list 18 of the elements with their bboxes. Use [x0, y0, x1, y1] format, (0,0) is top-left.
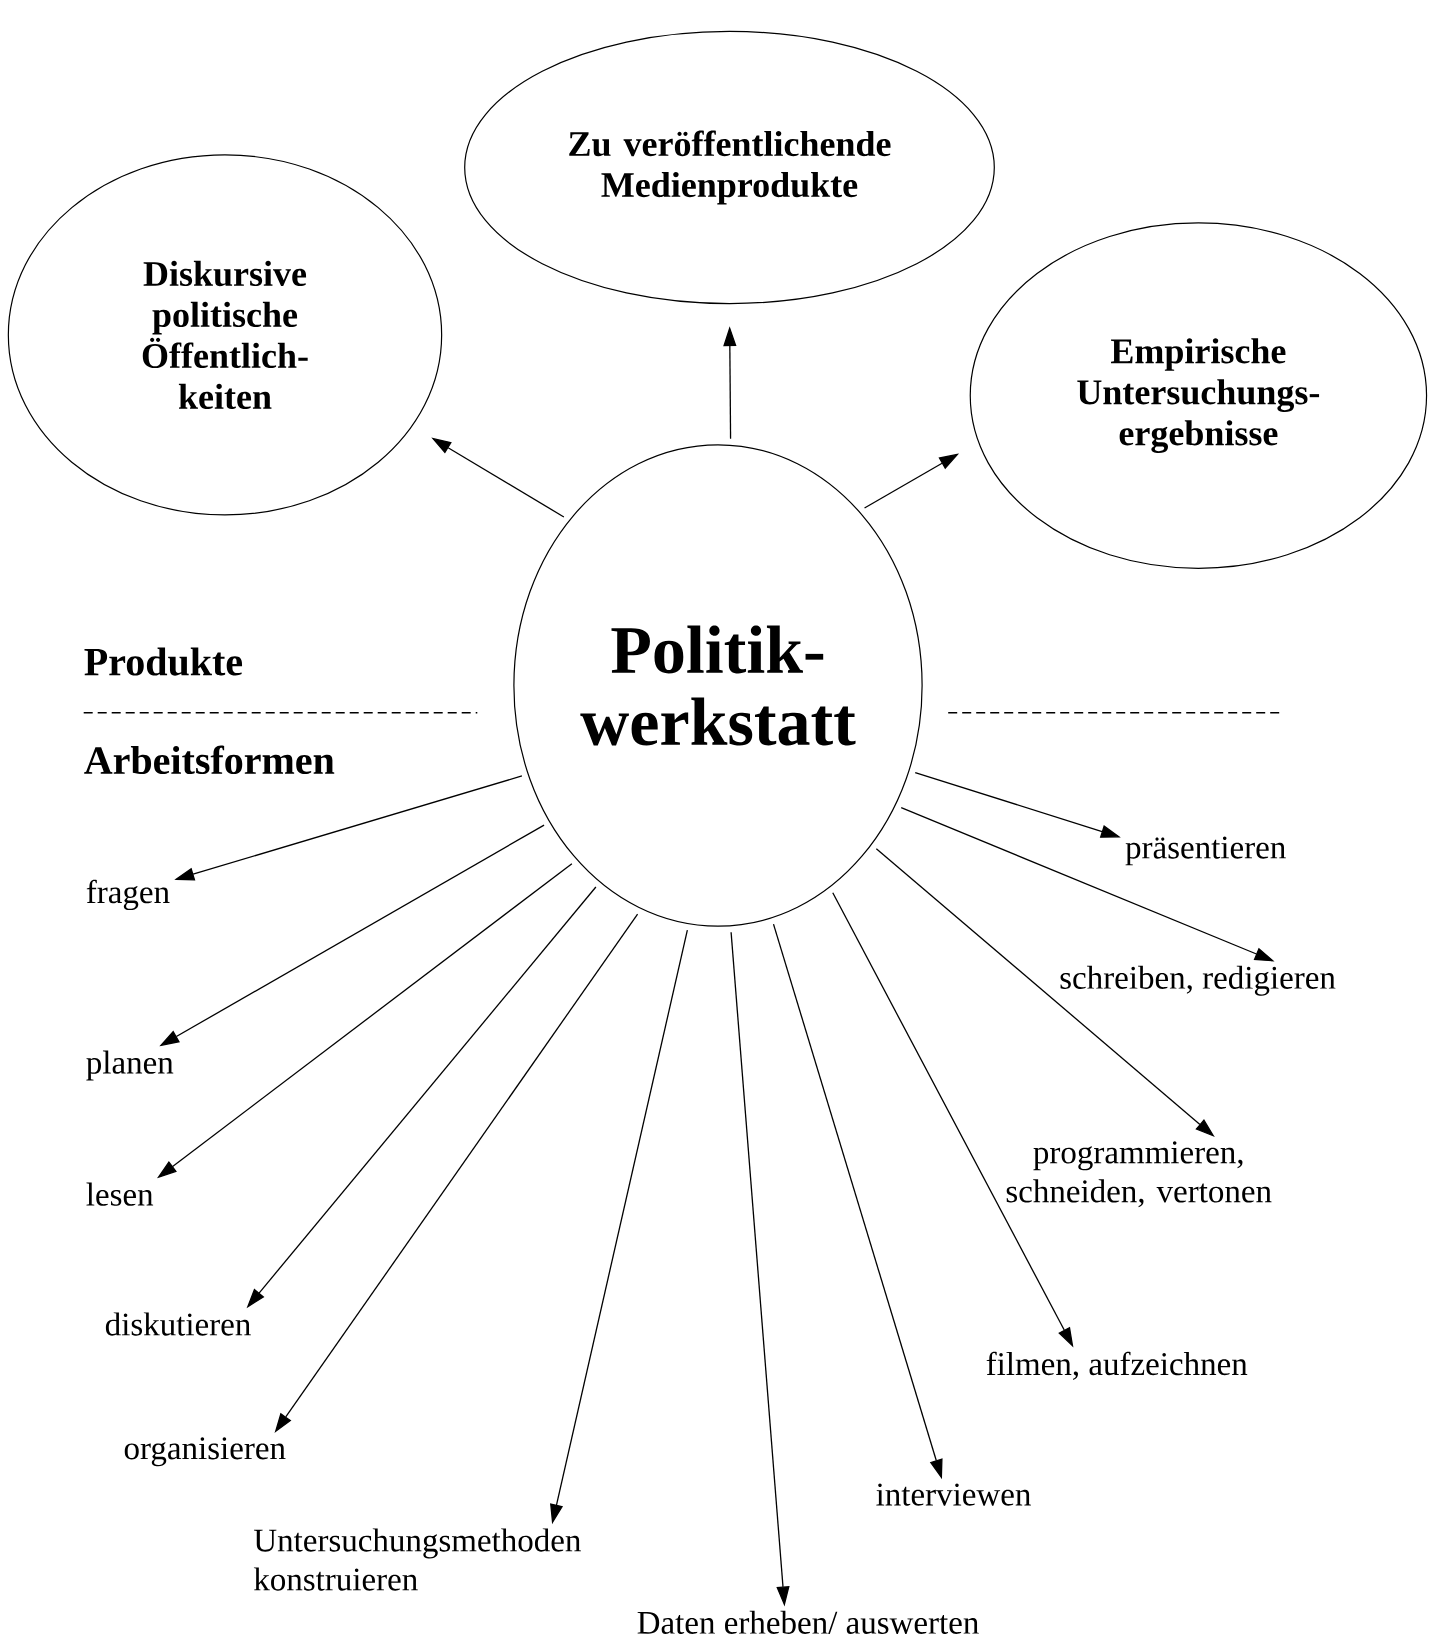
- activity-label: diskutieren: [105, 1312, 251, 1336]
- activity-label: interviewen: [876, 1483, 1031, 1506]
- activity-label: Untersuchungsmethoden konstruieren: [253, 1528, 581, 1591]
- activity-label: Daten erheben/ auswerten: [637, 1610, 979, 1634]
- ellipse-node: Politik- werkstatt: [513, 444, 923, 927]
- activity-label: programmieren, schneiden, vertonen: [1006, 1141, 1272, 1208]
- activity-label: lesen: [86, 1182, 154, 1206]
- activity-label: planen: [86, 1050, 174, 1081]
- heading: Arbeitsformen: [84, 745, 335, 775]
- heading: Produkte: [84, 647, 243, 676]
- activity-label: organisieren: [124, 1437, 286, 1467]
- activity-label: filmen, aufzeichnen: [986, 1351, 1248, 1380]
- activity-label: fragen: [86, 879, 170, 911]
- ellipse-node: Zu veröffentlichende Medienprodukte: [464, 30, 995, 305]
- ellipse-node: Empirische Untersuchungs- ergebnisse: [969, 222, 1428, 569]
- activity-label: schreiben, redigieren: [1060, 965, 1336, 996]
- ellipse-node: Diskursive politische Öffentlich- keiten: [7, 154, 443, 516]
- activity-label: präsentieren: [1125, 836, 1286, 866]
